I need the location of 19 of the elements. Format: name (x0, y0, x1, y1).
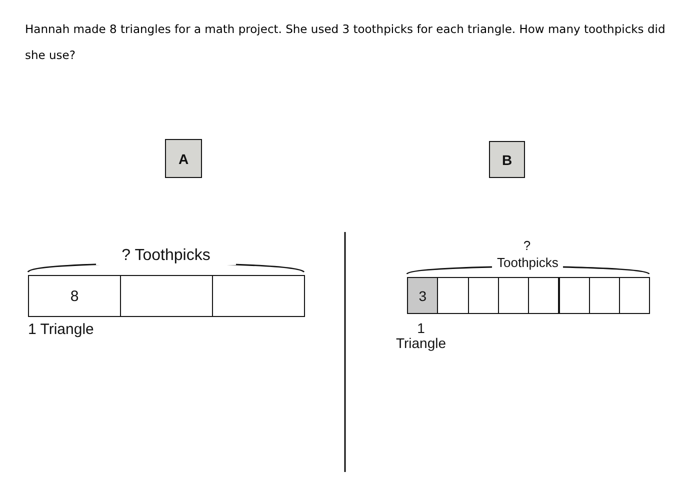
tape-value: 8 (70, 288, 79, 304)
tape-segment (619, 277, 650, 314)
option-label (489, 141, 525, 178)
quantity-label: ? Toothpicks (96, 247, 236, 265)
tape-value: A (178, 150, 189, 166)
tape-value: 3 (418, 288, 427, 304)
tape-segment (498, 277, 530, 314)
tape-segment (468, 277, 499, 314)
option-label (165, 139, 202, 178)
tape-segment (212, 275, 305, 317)
tape-segment (588, 277, 620, 314)
question-text: Hannah made 8 triangles for a math project. She used 3 toothpicks for each triangle. How many toothpicks did she use? (25, 21, 666, 64)
tape-segment (437, 277, 469, 314)
tape-value: B (502, 152, 512, 168)
tape-segment (28, 275, 121, 317)
tape-segment (528, 277, 560, 314)
tape-segment (120, 275, 213, 317)
tape-segment (558, 277, 590, 314)
tape-segment (407, 277, 438, 314)
